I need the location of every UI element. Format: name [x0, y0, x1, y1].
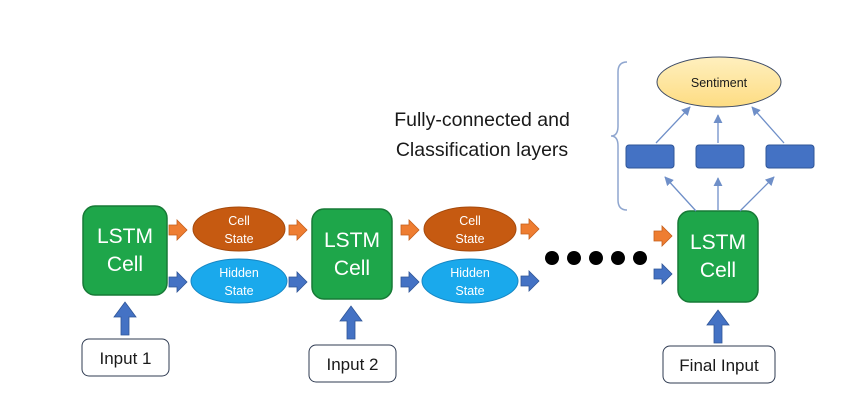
input-box-final: Final Input — [662, 345, 776, 384]
lstm-cell-2-label-bottom: Cell — [334, 257, 370, 280]
caption-line-1: Fully-connected and — [394, 109, 570, 131]
lstm-cell-2: LSTM Cell — [311, 208, 393, 300]
arrow-right-icon — [520, 218, 540, 240]
hidden-state-2: Hidden State — [421, 258, 519, 304]
dense-unit-3 — [765, 144, 815, 169]
arrow-right-icon — [520, 270, 540, 292]
input-box-2: Input 2 — [308, 344, 397, 383]
orange-arrows — [168, 218, 673, 247]
dense-unit-2 — [695, 144, 745, 169]
dense-layer — [625, 144, 815, 169]
arrow-up-icon — [113, 301, 137, 336]
svg-text:State: State — [455, 232, 484, 246]
arrow-right-icon — [288, 219, 308, 241]
classifier-connectors — [655, 106, 785, 212]
arrow-up-icon — [339, 305, 363, 340]
ellipsis-dots — [545, 251, 647, 265]
sentiment-node: Sentiment — [656, 56, 782, 108]
cell-state-1: Cell State — [192, 206, 286, 252]
lstm-cell-1: LSTM Cell — [82, 205, 168, 296]
svg-text:State: State — [455, 284, 484, 298]
caption-line-2: Classification layers — [396, 139, 569, 161]
sentiment-label: Sentiment — [691, 76, 748, 90]
lstm-cell-final-label-top: LSTM — [690, 231, 746, 254]
svg-text:Hidden: Hidden — [219, 266, 259, 280]
svg-text:State: State — [224, 232, 253, 246]
input-1-label: Input 1 — [100, 349, 152, 368]
final-input-label: Final Input — [679, 356, 759, 375]
svg-text:Cell: Cell — [228, 214, 250, 228]
svg-text:Cell: Cell — [459, 214, 481, 228]
arrow-right-icon — [653, 225, 673, 247]
input-box-1: Input 1 — [81, 338, 170, 377]
arrow-right-icon — [653, 263, 673, 285]
lstm-cell-1-label-top: LSTM — [97, 225, 153, 248]
arrow-right-icon — [400, 271, 420, 293]
arrow-right-icon — [168, 219, 188, 241]
input-2-label: Input 2 — [327, 355, 379, 374]
arrow-up-icon — [706, 309, 730, 344]
grouping-brace — [610, 61, 628, 211]
lstm-cell-2-label-top: LSTM — [324, 229, 380, 252]
arrow-right-icon — [288, 271, 308, 293]
lstm-cell-1-label-bottom: Cell — [107, 253, 143, 276]
svg-text:State: State — [224, 284, 253, 298]
blue-arrows — [168, 263, 673, 293]
arrow-right-icon — [168, 271, 188, 293]
cell-state-2: Cell State — [423, 206, 517, 252]
lstm-cell-final-label-bottom: Cell — [700, 259, 736, 282]
hidden-state-1: Hidden State — [190, 258, 288, 304]
dense-unit-1 — [625, 144, 675, 169]
svg-text:Hidden: Hidden — [450, 266, 490, 280]
lstm-cell-final: LSTM Cell — [677, 210, 759, 303]
input-arrows — [113, 301, 730, 344]
arrow-right-icon — [400, 219, 420, 241]
